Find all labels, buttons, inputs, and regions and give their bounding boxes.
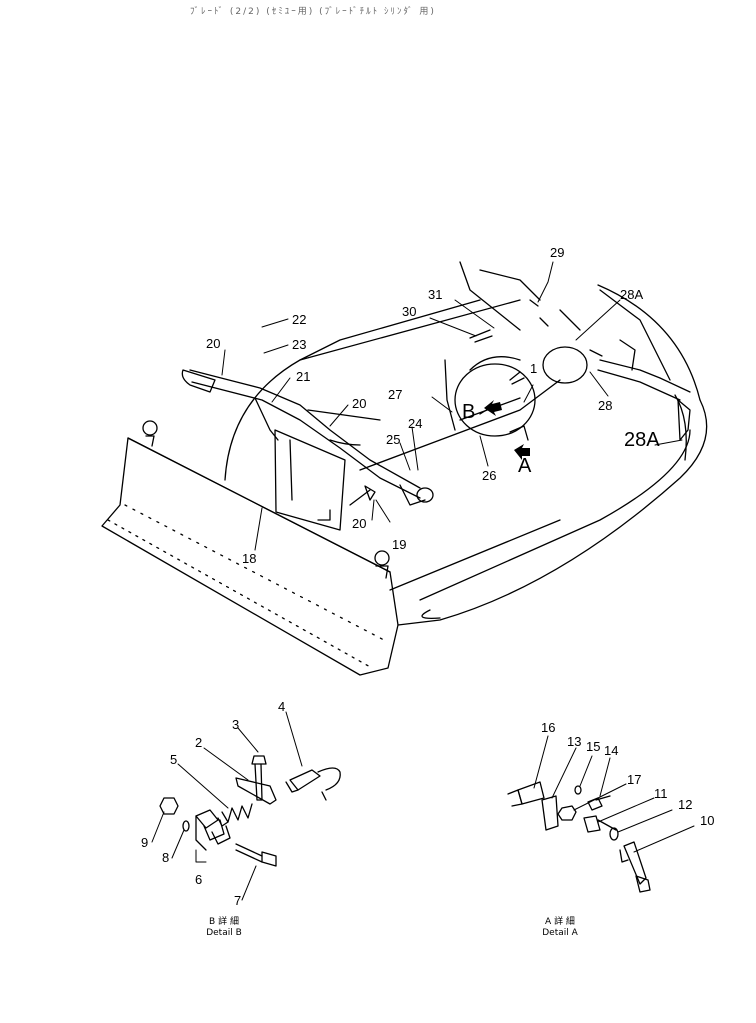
callout-17: 17 xyxy=(627,772,642,787)
callout-20-lower: 20 xyxy=(352,516,367,531)
callout-30: 29 xyxy=(550,245,565,260)
callout-20-left: 20 xyxy=(206,336,221,351)
callout-2: 2 xyxy=(195,735,203,750)
callout-23: 23 xyxy=(292,337,307,352)
callout-5: 5 xyxy=(170,752,178,767)
callout-12: 12 xyxy=(678,797,693,812)
callout-3: 3 xyxy=(232,717,240,732)
detail-a-caption-jp: A 詳 細 xyxy=(545,917,575,927)
callout-20-center: 20 xyxy=(352,396,367,411)
callout-4: 4 xyxy=(278,699,286,714)
callout-9: 9 xyxy=(141,835,149,850)
callout-21: 21 xyxy=(296,369,311,384)
callout-32: 31 xyxy=(428,287,443,302)
page-header: ﾌﾞﾚｰﾄﾞ (2/2) (ｾﾐﾕｰ用) (ﾌﾞﾚｰﾄﾞﾁﾙﾄ ｼﾘﾝﾀﾞ 用) xyxy=(190,7,436,17)
callout-15: 15 xyxy=(586,739,601,754)
callout-7: 7 xyxy=(234,893,242,908)
callout-26: 26 xyxy=(482,468,497,483)
detail-b-caption: B 詳 細 Detail B xyxy=(196,917,252,939)
view-arrows xyxy=(484,400,530,460)
callout-1: 1 xyxy=(530,361,538,376)
callout-8: 8 xyxy=(162,850,170,865)
callout-13: 13 xyxy=(567,734,582,749)
callout-28: 28 xyxy=(598,398,613,413)
callout-25: 25 xyxy=(386,432,401,447)
callout-27: 27 xyxy=(388,387,403,402)
detail-a-drawing xyxy=(507,735,695,893)
callout-6: 6 xyxy=(195,872,203,887)
view-arrow-label-a: A xyxy=(518,455,532,477)
callout-31: 30 xyxy=(402,304,417,319)
detail-a-caption-en: Detail A xyxy=(542,928,578,938)
callout-19: 19 xyxy=(392,537,407,552)
callout-11: 11 xyxy=(654,786,668,801)
machine-body-drawing xyxy=(101,261,708,676)
detail-b-caption-en: Detail B xyxy=(206,928,242,938)
detail-b-caption-jp: B 詳 細 xyxy=(209,917,239,927)
detail-a-caption: A 詳 細 Detail A xyxy=(532,917,588,939)
view-arrow-label-b: B xyxy=(462,401,476,423)
callout-14: 14 xyxy=(604,743,619,758)
callout-24: 24 xyxy=(408,416,423,431)
callout-22: 22 xyxy=(292,312,307,327)
callout-10: 10 xyxy=(700,813,715,828)
leader-lines-main xyxy=(221,261,683,551)
callout-28a: 28A xyxy=(624,429,660,451)
callout-29: 28A xyxy=(620,287,644,302)
callout-18: 18 xyxy=(242,551,257,566)
callout-16: 16 xyxy=(541,720,556,735)
detail-b-drawing xyxy=(151,711,341,901)
